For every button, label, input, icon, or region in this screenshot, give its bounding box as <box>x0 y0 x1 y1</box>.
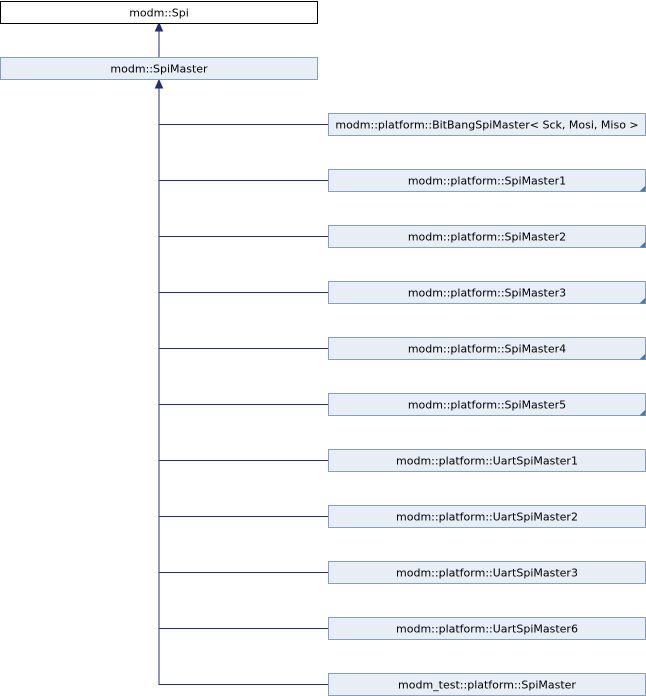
node-spimaster-box <box>0 57 318 80</box>
node-child-label: modm::platform::SpiMaster4 <box>408 343 566 356</box>
node-child-label: modm::platform::UartSpiMaster2 <box>396 511 578 524</box>
node-child[interactable]: modm::platform::UartSpiMaster1 <box>328 449 646 472</box>
more-subclasses-corner-icon <box>639 241 646 248</box>
node-child-label: modm::platform::SpiMaster5 <box>408 399 566 412</box>
node-spimaster-label: modm::SpiMaster <box>110 63 208 76</box>
node-child[interactable]: modm::platform::SpiMaster2 <box>328 225 646 248</box>
edge-branches <box>159 124 329 685</box>
node-child-label: modm::platform::SpiMaster3 <box>408 287 566 300</box>
node-child-label: modm::platform::BitBangSpiMaster< Sck, M… <box>335 119 638 132</box>
arrowhead-spi <box>154 21 164 32</box>
edges <box>154 21 329 685</box>
more-subclasses-corner-icon <box>639 185 646 192</box>
node-child[interactable]: modm::platform::BitBangSpiMaster< Sck, M… <box>328 113 646 136</box>
node-child[interactable]: modm::platform::SpiMaster4 <box>328 337 646 360</box>
node-child-label: modm_test::platform::SpiMaster <box>398 679 576 692</box>
child-nodes: modm::platform::BitBangSpiMaster< Sck, M… <box>328 113 646 696</box>
more-subclasses-corner-icon <box>639 353 646 360</box>
node-child-label: modm::platform::UartSpiMaster3 <box>396 567 578 580</box>
node-child[interactable]: modm::platform::SpiMaster5 <box>328 393 646 416</box>
more-subclasses-corner-icon <box>639 297 646 304</box>
node-child[interactable]: modm::platform::SpiMaster3 <box>328 281 646 304</box>
node-child-label: modm::platform::UartSpiMaster1 <box>396 455 578 468</box>
node-spi-box <box>0 1 318 24</box>
node-child[interactable]: modm::platform::UartSpiMaster3 <box>328 561 646 584</box>
node-child-label: modm::platform::SpiMaster1 <box>408 175 566 188</box>
node-child[interactable]: modm::platform::UartSpiMaster6 <box>328 617 646 640</box>
node-child[interactable]: modm::platform::UartSpiMaster2 <box>328 505 646 528</box>
node-spimaster[interactable]: modm::SpiMaster <box>0 57 318 80</box>
node-child[interactable]: modm::platform::SpiMaster1 <box>328 169 646 192</box>
node-spi[interactable]: modm::Spi <box>0 1 318 24</box>
more-subclasses-corner-icon <box>639 409 646 416</box>
node-child-label: modm::platform::SpiMaster2 <box>408 231 566 244</box>
node-spi-label: modm::Spi <box>129 7 189 20</box>
node-child[interactable]: modm_test::platform::SpiMaster <box>328 673 646 696</box>
arrowhead-spimaster <box>154 78 164 89</box>
node-child-label: modm::platform::UartSpiMaster6 <box>396 623 578 636</box>
